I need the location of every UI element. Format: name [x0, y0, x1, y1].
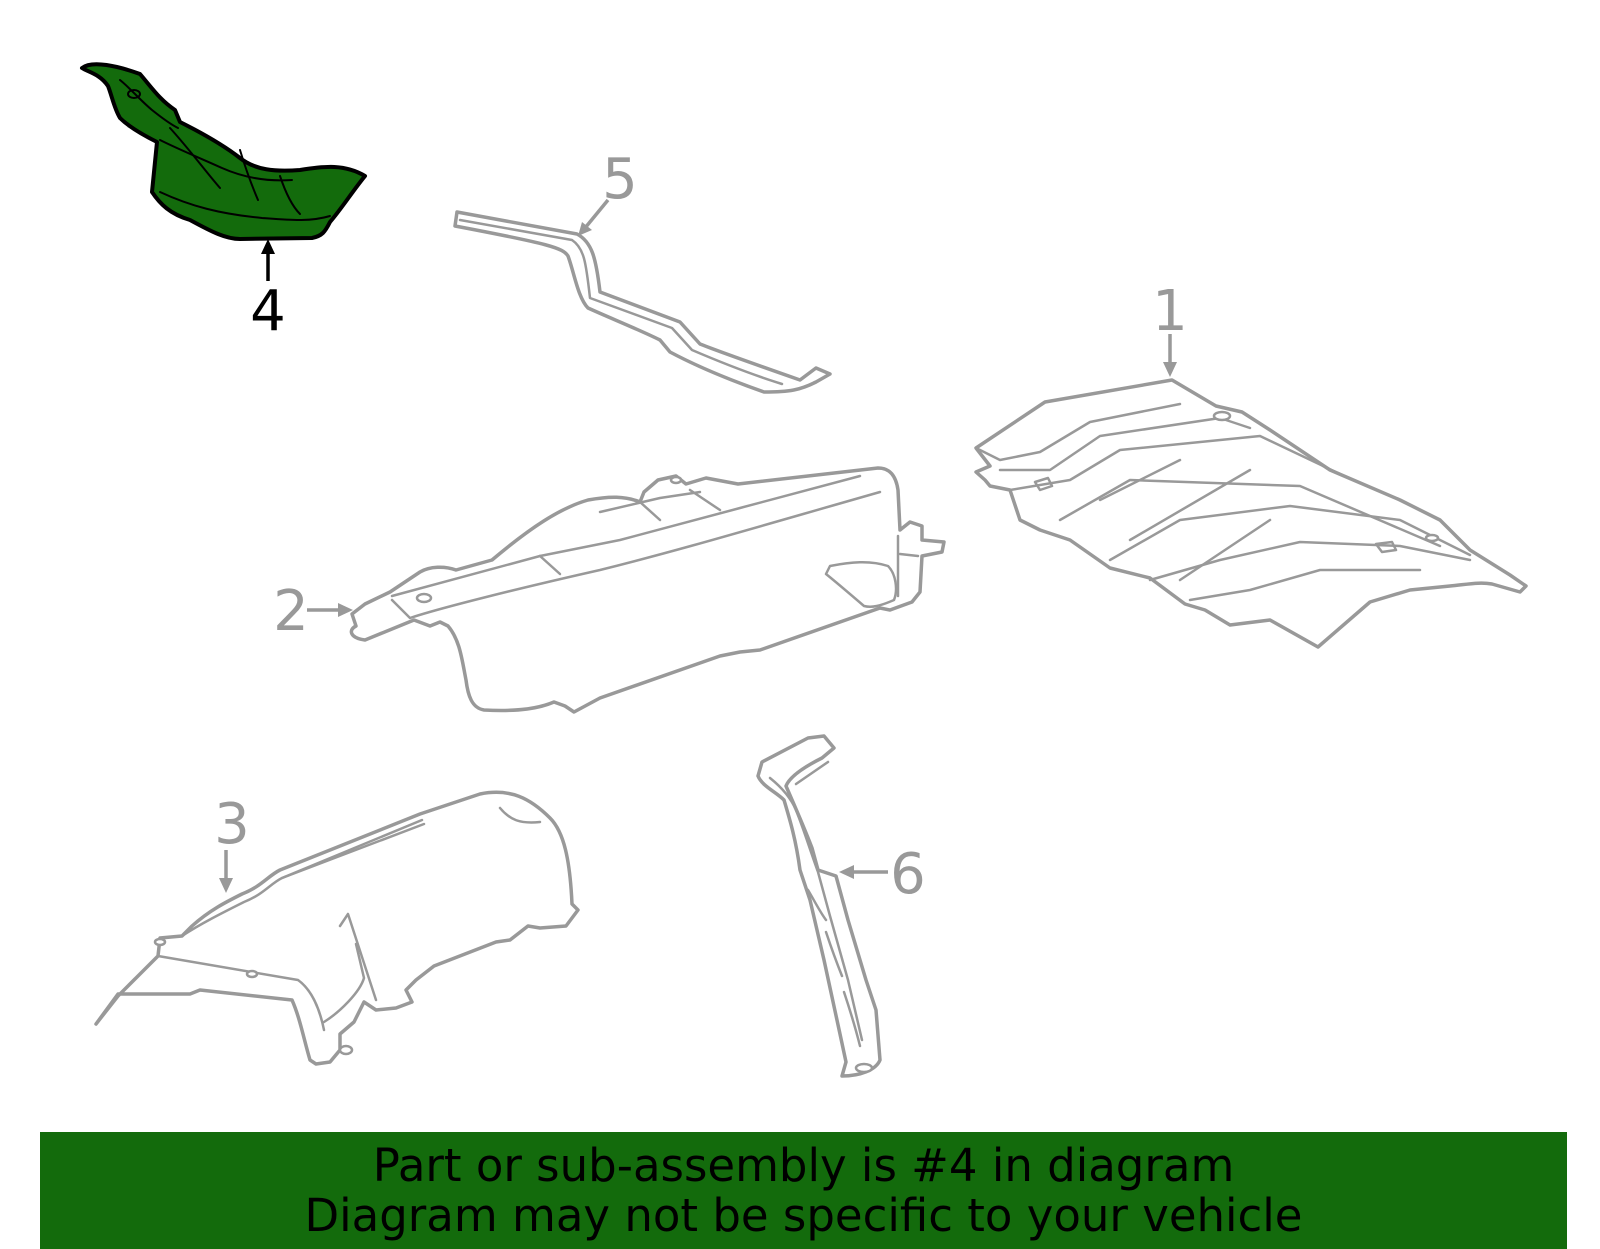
callout-5: 5 [578, 147, 638, 236]
callout-6: 6 [839, 842, 926, 907]
part-1-shape[interactable] [974, 378, 1528, 649]
part-number-2[interactable]: 2 [273, 579, 309, 644]
notice-banner: Part or sub-assembly is #4 in diagram Di… [40, 1132, 1567, 1249]
banner-line-2: Diagram may not be specific to your vehi… [304, 1188, 1303, 1242]
part-number-6[interactable]: 6 [890, 842, 926, 907]
part-number-4[interactable]: 4 [250, 279, 286, 344]
callout-3: 3 [214, 792, 250, 893]
part-5-shape[interactable] [453, 210, 832, 394]
banner-line-1: Part or sub-assembly is #4 in diagram [372, 1138, 1235, 1192]
callout-2: 2 [273, 579, 353, 644]
part-6-shape[interactable] [756, 734, 882, 1078]
callout-4: 4 [250, 239, 286, 344]
part-4-shape[interactable] [80, 62, 367, 241]
callout-1: 1 [1152, 279, 1188, 377]
part-3-shape[interactable] [94, 790, 580, 1066]
part-2-shape[interactable] [349, 466, 946, 714]
part-number-3[interactable]: 3 [214, 792, 250, 857]
part-number-5[interactable]: 5 [602, 147, 638, 212]
part-number-1[interactable]: 1 [1152, 279, 1188, 344]
